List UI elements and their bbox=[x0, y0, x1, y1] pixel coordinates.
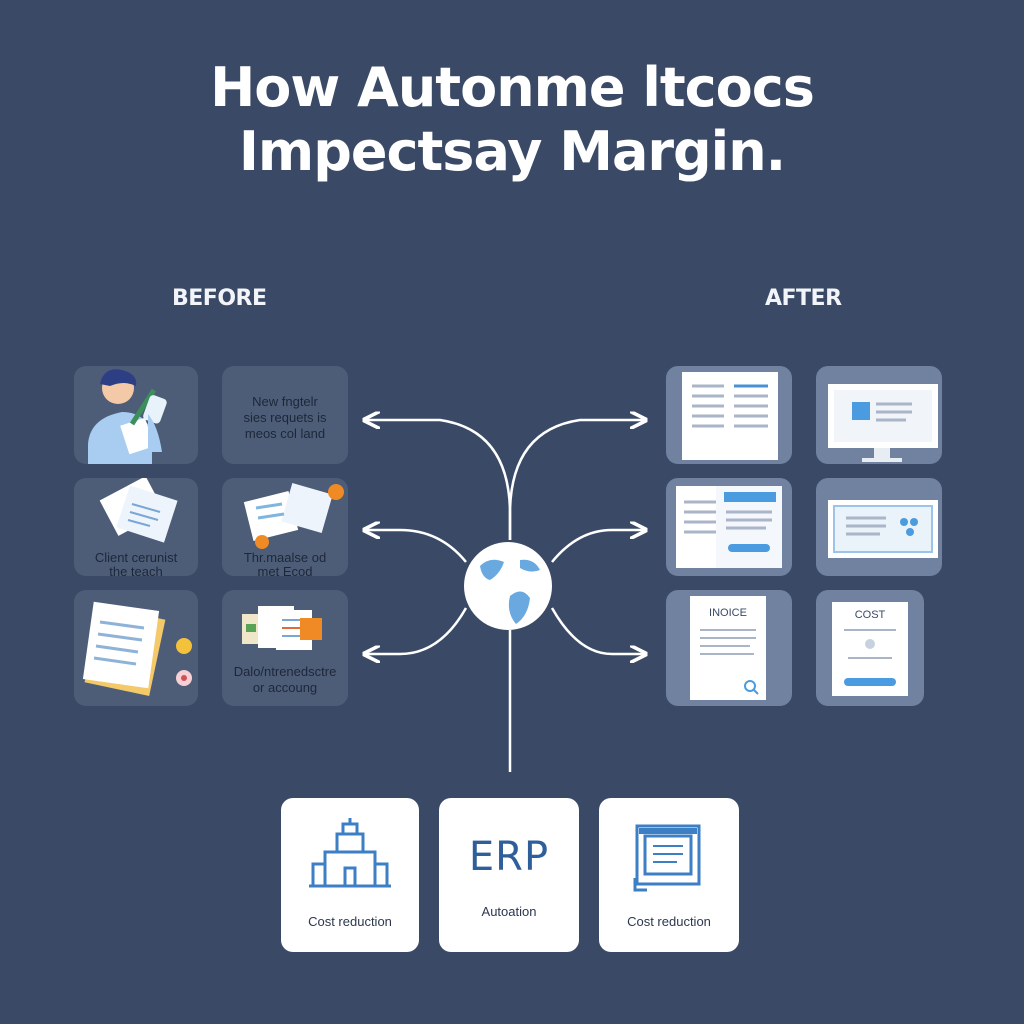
invoice-label: INOICE bbox=[709, 607, 747, 619]
before-label: BEFORE bbox=[172, 286, 267, 311]
tile-text-line: met Ecod bbox=[257, 564, 313, 579]
card-label: Cost reduction bbox=[627, 914, 711, 929]
after-tile-invoice: INOICE bbox=[666, 590, 792, 706]
bottom-card-cost-reduction-1: Cost reduction bbox=[281, 798, 419, 952]
tile-text-line: New fngtelr bbox=[252, 394, 318, 409]
title-line-1: How Autonme ltcocs bbox=[210, 56, 815, 119]
after-tile-document bbox=[666, 366, 792, 464]
paper-stack-icon bbox=[82, 601, 192, 697]
dashboard-icon bbox=[828, 500, 938, 558]
after-tile-cost: COST bbox=[816, 590, 924, 706]
tile-text-line: the teach bbox=[109, 564, 163, 579]
screen-document-icon bbox=[633, 824, 701, 892]
bottom-card-erp: ERP Autoation bbox=[439, 798, 579, 952]
after-tile-dashboard bbox=[816, 478, 942, 576]
card-label: Cost reduction bbox=[308, 914, 392, 929]
before-tile-paperwork bbox=[74, 590, 198, 706]
card-label: Autoation bbox=[481, 904, 537, 919]
title-line-2: Impectsay Margin. bbox=[238, 120, 786, 183]
cost-sheet-icon: COST bbox=[832, 602, 908, 696]
before-tile-data: Dalo/ntrenedsctre or accoung bbox=[222, 590, 348, 706]
before-tile-client: Client cerunist the teach bbox=[74, 478, 198, 579]
before-tile-person bbox=[74, 366, 198, 464]
tile-text-line: Client cerunist bbox=[94, 550, 178, 565]
globe-icon bbox=[464, 542, 552, 630]
invoice-icon: INOICE bbox=[690, 596, 766, 700]
monitor-icon bbox=[828, 384, 938, 462]
documents-icon bbox=[99, 478, 178, 543]
tile-text-line: meos col land bbox=[244, 426, 326, 441]
tile-text-line: Dalo/ntrenedsctre bbox=[233, 664, 337, 679]
files-icon bbox=[242, 606, 322, 650]
tile-text-line: Thr.maalse od bbox=[243, 550, 327, 565]
cost-label: COST bbox=[855, 609, 886, 621]
erp-heading: ERP bbox=[468, 834, 550, 880]
after-tile-monitor bbox=[816, 366, 942, 464]
documents-alert-icon bbox=[243, 482, 344, 549]
after-label: AFTER bbox=[765, 286, 842, 311]
tile-text-line: sies requets is bbox=[243, 410, 327, 425]
before-tile-material: Thr.maalse od met Ecod bbox=[222, 478, 348, 579]
after-tile-form bbox=[666, 478, 792, 576]
form-icon bbox=[676, 486, 782, 568]
tile-text-line: or accoung bbox=[252, 680, 318, 695]
building-icon bbox=[309, 818, 391, 888]
person-icon bbox=[88, 369, 167, 464]
document-icon bbox=[682, 372, 778, 460]
before-tile-requests: New fngtelr sies requets is meos col lan… bbox=[222, 366, 348, 464]
bottom-card-cost-reduction-2: Cost reduction bbox=[599, 798, 739, 952]
page-title: How Autonme ltcocs Impectsay Margin. bbox=[0, 56, 1024, 184]
